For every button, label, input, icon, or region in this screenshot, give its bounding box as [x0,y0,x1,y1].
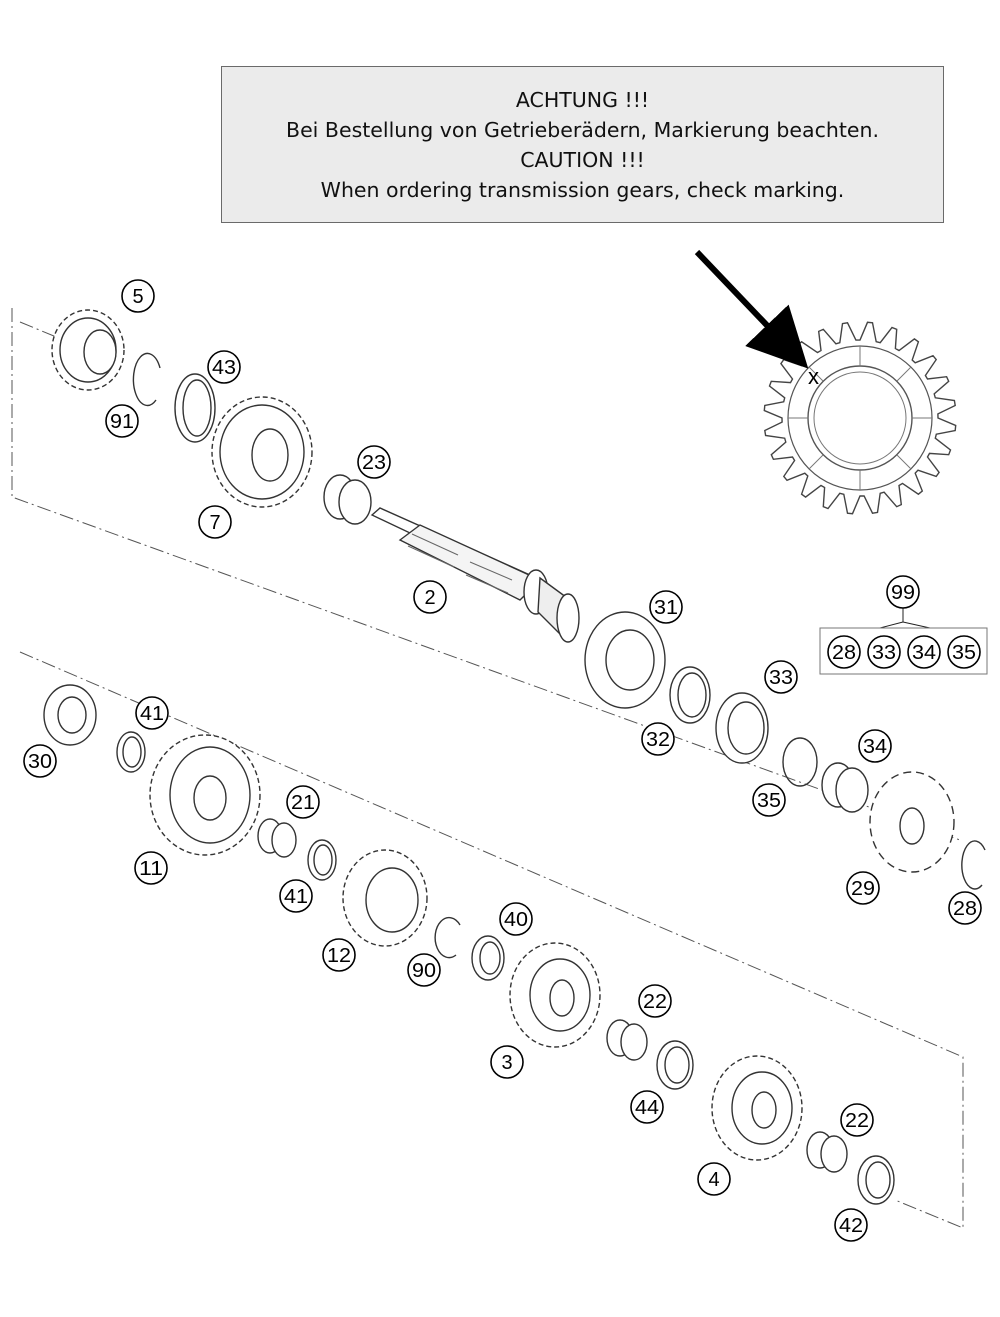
leader-lines [879,608,931,629]
callout-91: 91 [105,404,139,438]
svg-text:5: 5 [132,286,143,308]
callout-5: 5 [121,279,155,313]
svg-text:42: 42 [839,1215,863,1237]
callout-4: 4 [697,1162,731,1196]
svg-text:4: 4 [708,1169,719,1191]
callout-23: 23 [357,445,391,479]
marking-arrow [694,249,809,369]
svg-text:28: 28 [832,642,856,664]
svg-text:29: 29 [851,878,875,900]
svg-text:32: 32 [646,729,670,751]
notice-line-en-title: CAUTION !!! [520,147,645,172]
svg-text:91: 91 [110,411,134,433]
svg-text:34: 34 [863,736,887,758]
notice-line-en-text: When ordering transmission gears, check … [320,177,845,202]
callout-7: 7 [198,505,232,539]
callout-30: 30 [23,744,57,778]
callout-41: 41 [279,879,313,913]
svg-text:28: 28 [953,898,977,920]
svg-text:3: 3 [501,1052,512,1074]
svg-text:23: 23 [362,452,386,474]
kit-part-28: 28 [827,635,861,669]
callout-28: 28 [948,891,982,925]
svg-text:31: 31 [654,597,678,619]
svg-text:2: 2 [424,587,435,609]
notice-line-de-title: ACHTUNG !!! [515,87,650,112]
svg-text:34: 34 [912,642,936,664]
svg-text:12: 12 [327,945,351,967]
svg-text:99: 99 [891,582,915,604]
svg-text:22: 22 [845,1110,869,1132]
callout-2: 2 [413,580,447,614]
marked-gear-detail [763,321,957,515]
callout-31: 31 [649,590,683,624]
callout-kit-99: 99 [886,575,920,609]
svg-text:7: 7 [209,512,220,534]
caution-notice: ACHTUNG !!! Bei Bestellung von Getrieber… [221,66,944,223]
kit-part-33: 33 [867,635,901,669]
callout-21: 21 [286,785,320,819]
callout-22: 22 [638,984,672,1018]
callout-12: 12 [322,938,356,972]
svg-text:90: 90 [412,960,436,982]
marking-x: x [808,364,819,389]
callout-41: 41 [135,696,169,730]
svg-text:44: 44 [635,1097,659,1119]
svg-text:41: 41 [284,886,308,908]
svg-text:35: 35 [757,790,781,812]
callout-32: 32 [641,722,675,756]
main-shaft [370,507,580,643]
callout-22: 22 [840,1103,874,1137]
callout-34: 34 [858,729,892,763]
callout-11: 11 [134,851,168,885]
svg-text:21: 21 [291,792,315,814]
callout-44: 44 [630,1090,664,1124]
svg-text:40: 40 [504,909,528,931]
callout-29: 29 [846,871,880,905]
svg-text:35: 35 [952,642,976,664]
callout-90: 90 [407,953,441,987]
parts [43,309,986,1205]
svg-text:11: 11 [139,858,163,880]
kit-part-35: 35 [947,635,981,669]
callout-3: 3 [490,1045,524,1079]
svg-text:33: 33 [769,667,793,689]
svg-text:43: 43 [212,357,236,379]
svg-text:22: 22 [643,991,667,1013]
callout-43: 43 [207,350,241,384]
callout-33: 33 [764,660,798,694]
callout-40: 40 [499,902,533,936]
notice-line-de-text: Bei Bestellung von Getrieberädern, Marki… [286,117,879,142]
svg-text:30: 30 [28,751,52,773]
callout-35: 35 [752,783,786,817]
callout-42: 42 [834,1208,868,1242]
svg-text:33: 33 [872,642,896,664]
svg-text:41: 41 [140,703,164,725]
kit-part-34: 34 [907,635,941,669]
